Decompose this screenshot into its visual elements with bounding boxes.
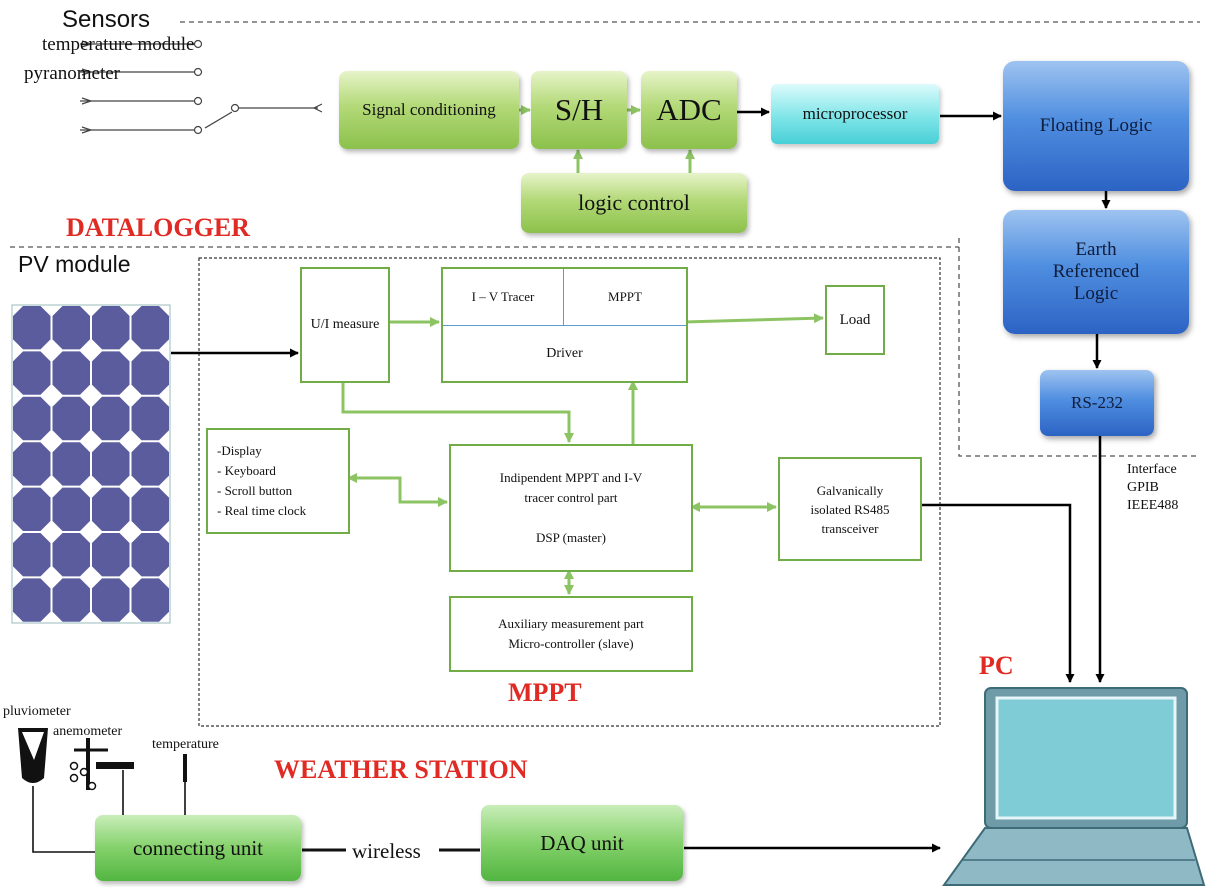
pv-cell [52,306,90,350]
rs232-box: RS-232 [1040,370,1154,436]
mppt-dashed-frame [198,257,941,727]
anemometer-cup-icon [87,781,97,791]
pv-cell [13,442,51,486]
pv-cell [92,487,130,531]
load-box: Load [825,285,885,355]
mppt-title: MPPT [508,678,582,707]
sensor-input-line-4-contact [193,125,203,135]
signal-conditioning-box: Signal conditioning [339,71,519,149]
mppt-cell: MPPT [564,269,686,326]
sensor-input-line-1-contact [193,39,203,49]
microprocessor-box: microprocessor [771,84,939,144]
arrow-ui-to-dsp [341,379,574,443]
anemometer-cup-icon [79,767,89,777]
pv-cell [92,578,130,622]
peripherals-box: -Display - Keyboard - Scroll button - Re… [206,428,350,534]
pv-module-label: PV module [18,251,131,277]
arrow-peripherals-dsp [347,473,448,507]
pv-cell [52,351,90,395]
driver-cell: Driver [546,345,583,361]
weather-station-title: WEATHER STATION [274,755,528,784]
pv-cell [52,396,90,441]
sensors-title: Sensors [62,6,151,33]
selector-switch-pivot [230,103,240,113]
pluviometer-funnel-icon [22,732,44,760]
auxiliary-measurement-box: Auxiliary measurement part Micro-control… [449,596,693,672]
pv-cell [131,578,169,622]
earth-referenced-logic-box: Earth Referenced Logic [1003,210,1189,334]
pv-cell [92,351,130,395]
anemometer-cup-icon [69,773,79,783]
selector-output-tip [312,103,323,113]
pv-cell [13,578,51,622]
sample-hold-box: S/H [531,71,627,149]
ui-measure-box: U/I measure [300,267,390,383]
pc-title: PC [979,651,1014,680]
connecting-unit-box: connecting unit [95,815,301,881]
dsp-control-box: Indipendent MPPT and I-V tracer control … [449,444,693,572]
selector-switch-blade [204,111,233,129]
wind-vane-icon [96,762,134,769]
pv-cell [13,533,51,577]
pv-cell [131,396,169,441]
arrow-driver-to-load [683,313,824,324]
pv-cell [52,533,90,577]
pv-cell [92,533,130,577]
pluviometer-wire [32,786,95,853]
pv-cell [131,306,169,350]
datalogger-dashed-frame [958,238,1200,457]
anemometer-cup-icon [69,761,79,771]
arrow-rs485-to-pc [919,503,1075,683]
pv-cell [92,396,130,441]
pc-screen [995,696,1177,820]
pv-cell [13,396,51,441]
daq-unit-box: DAQ unit [481,805,683,881]
pc-keyboard-base [942,827,1206,886]
iv-tracer-cell: I – V Tracer [443,269,564,326]
pv-cell [13,351,51,395]
sensor-pyranometer-label: pyranometer [24,63,121,84]
pv-cell [52,487,90,531]
temperature-sensor-label: temperature [152,737,219,752]
pluviometer-label: pluviometer [3,704,71,719]
pv-cell [13,487,51,531]
wireless-label: wireless [352,839,421,863]
interface-label: Interface GPIB IEEE488 [1127,462,1179,513]
sensor-input-line-2-contact [193,67,203,77]
pv-cell [131,487,169,531]
sensor-input-line-3-contact [193,96,203,106]
pv-cell [52,442,90,486]
rs485-transceiver-box: Galvanically isolated RS485 transceiver [778,457,922,561]
pv-cell [131,351,169,395]
pv-cell [13,306,51,350]
sensor-temperature-module-label: temperature module [42,34,195,55]
floating-logic-box: Floating Logic [1003,61,1189,191]
adc-box: ADC [641,71,737,149]
anemometer-label: anemometer [53,724,123,739]
logic-control-box: logic control [521,173,747,233]
pv-cell [92,306,130,350]
pv-cell [131,533,169,577]
pv-cell [131,442,169,486]
pv-cell [92,442,130,486]
tracer-driver-box: I – V Tracer MPPT Driver [441,267,688,383]
pv-cell [52,578,90,622]
datalogger-title: DATALOGGER [66,213,250,242]
